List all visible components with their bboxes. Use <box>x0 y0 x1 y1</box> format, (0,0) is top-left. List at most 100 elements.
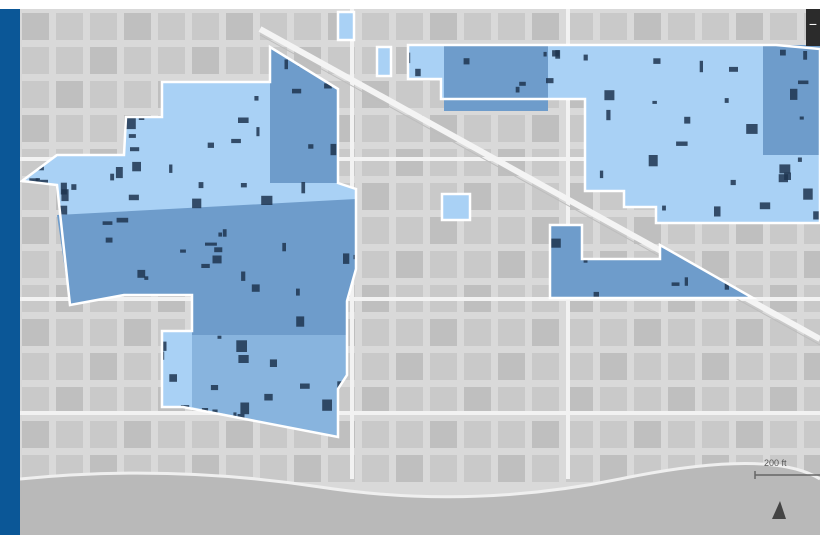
city-block <box>124 319 151 346</box>
city-block <box>158 13 185 40</box>
city-block <box>702 421 729 448</box>
city-block <box>90 319 117 346</box>
building-footprint <box>699 60 703 73</box>
building-footprint <box>58 205 68 215</box>
city-block <box>56 115 83 142</box>
city-block <box>396 319 423 346</box>
city-block <box>498 353 525 380</box>
city-block <box>464 387 491 414</box>
building-footprint <box>130 147 140 152</box>
city-block <box>192 47 219 74</box>
city-block <box>498 13 525 40</box>
city-block <box>396 13 423 40</box>
city-block <box>464 13 491 40</box>
city-block <box>22 13 49 40</box>
top-strip <box>0 0 820 9</box>
building-footprint <box>552 50 560 57</box>
city-block <box>702 13 729 40</box>
city-block <box>430 387 457 414</box>
city-block <box>634 421 661 448</box>
city-block <box>736 387 763 414</box>
building-footprint <box>724 98 729 103</box>
zone-outlines <box>20 10 820 439</box>
building-footprint <box>684 116 691 124</box>
zone-west-dark-south <box>192 335 347 437</box>
zone-small-2 <box>377 47 391 76</box>
city-block <box>464 217 491 244</box>
building-footprint <box>240 183 247 188</box>
building-footprint <box>797 157 802 162</box>
city-block <box>702 353 729 380</box>
city-block <box>498 217 525 244</box>
city-block <box>226 13 253 40</box>
building-footprint <box>105 237 113 243</box>
city-block <box>464 115 491 142</box>
city-block <box>56 13 83 40</box>
city-block <box>22 81 49 108</box>
zone-north-dark-2 <box>763 45 820 155</box>
city-block <box>668 353 695 380</box>
zone-west-dark-upper <box>270 47 338 183</box>
city-block <box>90 387 117 414</box>
building-footprint <box>217 335 222 339</box>
building-footprint <box>780 49 786 56</box>
city-block <box>22 251 49 278</box>
building-footprint <box>214 247 223 253</box>
building-footprint <box>201 263 210 268</box>
building-footprint <box>803 188 813 200</box>
city-block <box>158 47 185 74</box>
city-block <box>158 421 185 448</box>
map-canvas[interactable] <box>20 9 820 535</box>
city-block <box>566 13 593 40</box>
city-block <box>532 13 559 40</box>
building-footprint <box>604 90 615 101</box>
building-footprint <box>549 238 561 248</box>
city-block <box>532 149 559 176</box>
building-footprint <box>292 88 302 94</box>
city-block <box>22 319 49 346</box>
building-footprint <box>180 249 186 253</box>
city-block <box>566 421 593 448</box>
city-block <box>396 183 423 210</box>
city-block <box>464 353 491 380</box>
city-block <box>736 251 763 278</box>
city-block <box>56 81 83 108</box>
city-block <box>804 421 820 448</box>
city-block <box>56 421 83 448</box>
building-footprint <box>212 255 222 264</box>
city-block <box>634 387 661 414</box>
city-block <box>362 149 389 176</box>
city-block <box>702 319 729 346</box>
building-footprint <box>192 198 202 209</box>
city-block <box>430 421 457 448</box>
minus-icon[interactable]: − <box>806 9 820 46</box>
city-block <box>464 421 491 448</box>
city-block <box>770 13 797 40</box>
scale-bar-label: 200 ft <box>764 458 787 468</box>
city-block <box>90 353 117 380</box>
building-footprint <box>128 194 139 201</box>
city-block <box>668 319 695 346</box>
city-block <box>226 421 253 448</box>
city-block <box>634 13 661 40</box>
city-block <box>498 387 525 414</box>
city-block <box>260 455 287 482</box>
city-block <box>430 455 457 482</box>
city-block <box>566 353 593 380</box>
building-footprint <box>261 195 273 205</box>
building-footprint <box>652 100 657 104</box>
building-footprint <box>254 96 259 101</box>
city-block <box>226 47 253 74</box>
sidebar-strip <box>0 9 20 535</box>
building-footprint <box>799 116 804 120</box>
city-block <box>736 353 763 380</box>
city-block <box>90 421 117 448</box>
city-block <box>396 217 423 244</box>
city-block <box>600 387 627 414</box>
building-footprint <box>256 127 260 137</box>
city-block <box>90 115 117 142</box>
building-footprint <box>606 109 611 121</box>
building-footprint <box>343 253 350 264</box>
city-block <box>362 183 389 210</box>
